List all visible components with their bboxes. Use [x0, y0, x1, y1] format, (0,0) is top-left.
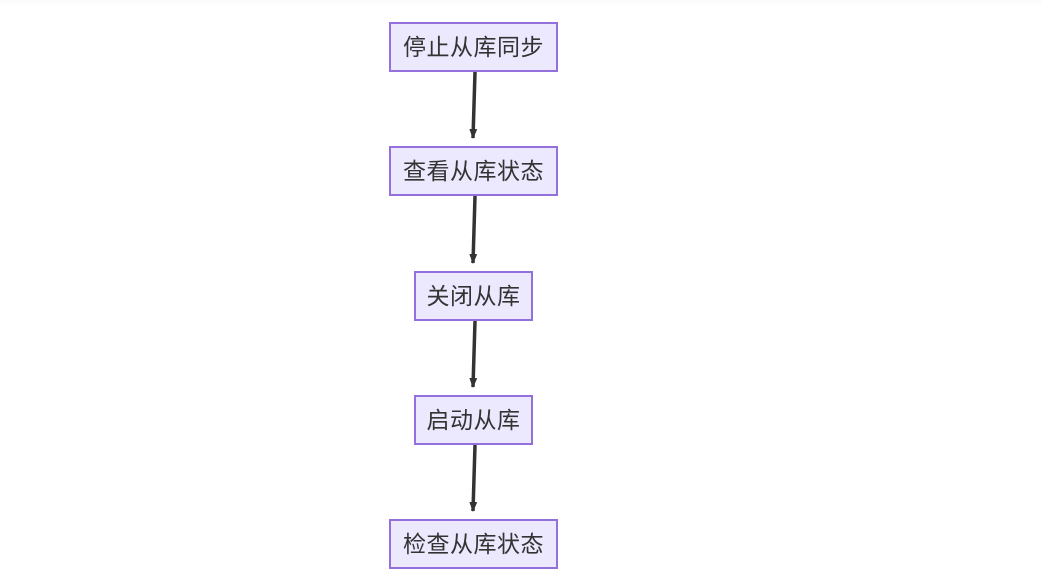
flow-node-check-slave-status[interactable]: 查看从库状态: [389, 146, 558, 196]
flow-node-verify-slave-status[interactable]: 检查从库状态: [389, 519, 558, 569]
flow-node-start-slave[interactable]: 启动从库: [414, 395, 533, 445]
flow-node-shutdown-slave[interactable]: 关闭从库: [414, 271, 533, 321]
edge-n4-n5: [469, 444, 478, 512]
flow-node-label: 启动从库: [426, 406, 521, 433]
edge-n2-n3: [469, 195, 478, 264]
edge-n3-n4: [469, 320, 478, 388]
flow-node-stop-slave-sync[interactable]: 停止从库同步: [389, 22, 558, 72]
flow-node-label: 停止从库同步: [403, 33, 544, 60]
page-top-band: [0, 0, 1042, 7]
edge-n1-n2: [469, 71, 478, 139]
flow-node-label: 查看从库状态: [403, 157, 544, 184]
flow-node-label: 检查从库状态: [403, 530, 544, 557]
flow-node-label: 关闭从库: [426, 282, 521, 309]
